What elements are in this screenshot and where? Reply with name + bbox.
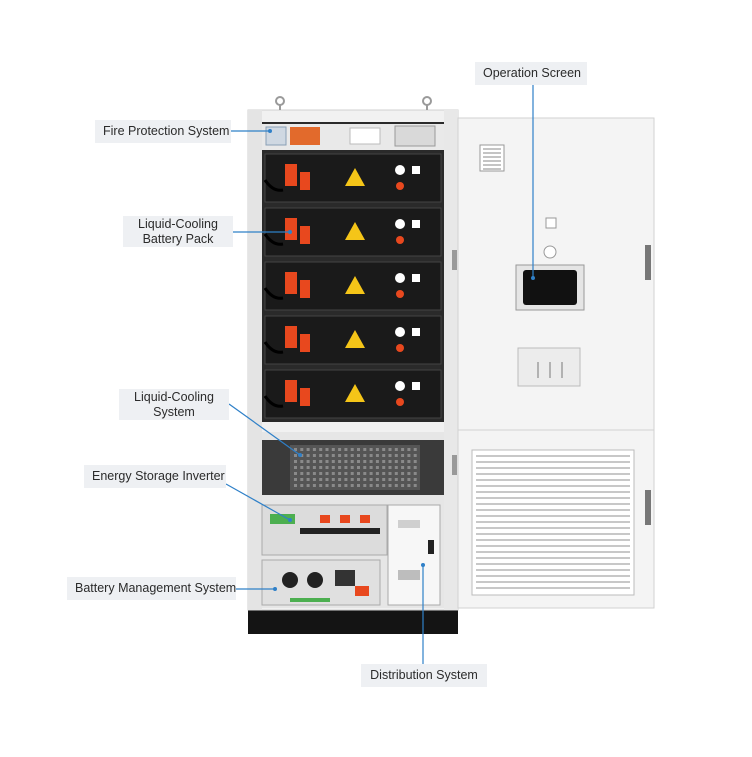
lifting-eye-left	[275, 96, 285, 106]
module-button	[396, 290, 404, 298]
module-label	[412, 382, 420, 390]
module-cable	[263, 287, 284, 300]
warning-icon	[345, 276, 365, 294]
lifting-eye-right	[422, 96, 432, 106]
callout-inverter	[225, 483, 291, 521]
module-connector	[285, 218, 297, 240]
module-button	[396, 398, 404, 406]
label-line: Battery Pack	[142, 231, 214, 246]
module-connector	[285, 272, 297, 294]
module-label	[412, 166, 420, 174]
battery-module	[263, 315, 442, 365]
label-line: System	[153, 404, 195, 419]
module-connector	[285, 380, 297, 402]
callout-lines	[225, 84, 534, 665]
warning-icon	[345, 168, 365, 186]
module-cable	[263, 341, 284, 354]
module-gauge	[395, 165, 405, 175]
module-connector	[285, 326, 297, 348]
module-connector	[300, 280, 310, 298]
document-holder	[517, 347, 581, 387]
module-gauge	[395, 273, 405, 283]
module-gauge	[395, 327, 405, 337]
warning-icon	[345, 222, 365, 240]
cabinet-base	[248, 610, 458, 634]
label-line: Liquid-Cooling	[134, 390, 214, 404]
module-connector	[300, 226, 310, 244]
battery-module	[263, 153, 442, 203]
module-cable	[263, 395, 284, 408]
module-button	[396, 344, 404, 352]
cooling-grille	[294, 448, 417, 487]
callout-cooling	[228, 403, 301, 456]
module-gauge	[395, 381, 405, 391]
label-liquid-cooling-battery-pack: Liquid-Cooling Battery Pack	[123, 216, 233, 247]
battery-module	[263, 207, 442, 257]
module-connector	[300, 388, 310, 406]
module-button	[396, 182, 404, 190]
module-gauge	[395, 219, 405, 229]
module-label	[412, 328, 420, 336]
battery-modules	[263, 153, 442, 419]
label-battery-management-system: Battery Management System	[67, 577, 236, 600]
label-distribution-system: Distribution System	[361, 664, 487, 687]
module-connector	[300, 334, 310, 352]
module-label	[412, 274, 420, 282]
label-fire-protection-system: Fire Protection System	[95, 120, 231, 143]
module-cable	[263, 179, 284, 192]
module-button	[396, 236, 404, 244]
label-liquid-cooling-system: Liquid-Cooling System	[119, 389, 229, 420]
battery-module	[263, 261, 442, 311]
battery-module	[263, 369, 442, 419]
label-line: Liquid-Cooling	[138, 217, 218, 231]
module-label	[412, 220, 420, 228]
label-energy-storage-inverter: Energy Storage Inverter	[84, 465, 226, 488]
module-connector	[285, 164, 297, 186]
module-cable	[263, 233, 284, 246]
module-connector	[300, 172, 310, 190]
warning-icon	[345, 384, 365, 402]
label-operation-screen: Operation Screen	[475, 62, 587, 85]
warning-icon	[345, 330, 365, 348]
